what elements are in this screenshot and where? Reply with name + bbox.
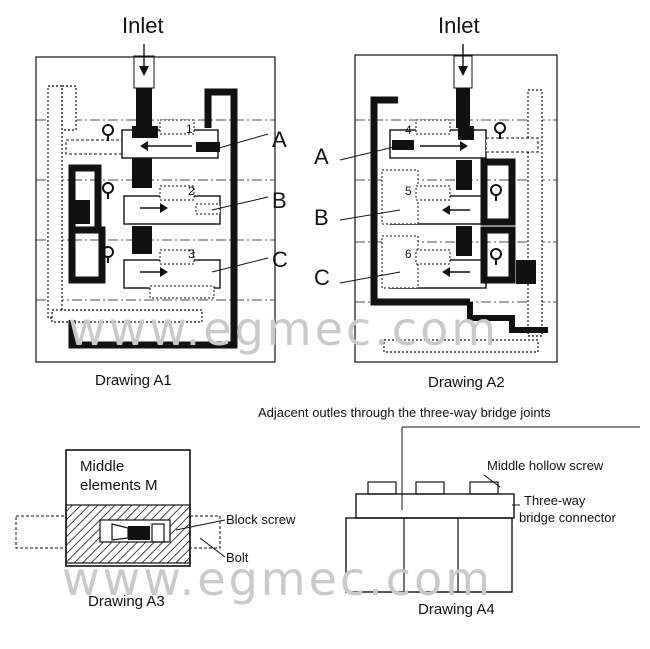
drawing-a2 xyxy=(339,44,558,363)
a1-inlet-arrow xyxy=(133,44,155,89)
a1-callout-leaders xyxy=(211,133,269,273)
a1-callout-b: B xyxy=(272,188,287,213)
a2-outlet-channel xyxy=(370,96,470,306)
a1-caption: Drawing A1 xyxy=(95,372,172,389)
a1-inlet-label: Inlet xyxy=(122,13,164,38)
a2-inlet-label: Inlet xyxy=(438,13,480,38)
a2-section-6 xyxy=(381,226,536,289)
a1-section-1 xyxy=(65,119,220,159)
a1-section-3 xyxy=(68,226,221,299)
a2-caption: Drawing A2 xyxy=(428,374,505,391)
a4-caption: Drawing A4 xyxy=(418,601,495,618)
a4-connector-label-line1: Three-way xyxy=(524,493,586,508)
a3-block-screw-label: Block screw xyxy=(226,512,296,527)
a3-middle-label-line1: Middle xyxy=(80,458,124,475)
a3-block-screw xyxy=(128,526,150,540)
a2-section-number-5: 5 xyxy=(405,184,412,198)
a1-frame xyxy=(35,56,276,363)
a2-inlet-arrow xyxy=(453,44,473,89)
a1-section-number-3: 3 xyxy=(188,247,195,261)
a1-callout-c: C xyxy=(272,247,288,272)
a3-caption: Drawing A3 xyxy=(88,593,165,610)
watermark-top: www.egmec.com xyxy=(68,302,499,356)
a2-callout-c: C xyxy=(314,265,330,290)
a3-bolt-right xyxy=(189,515,221,549)
a2-section-number-4: 4 xyxy=(405,123,412,137)
a1-section-number-1: 1 xyxy=(186,122,193,136)
a2-frame xyxy=(354,54,558,363)
a1-inlet-channel xyxy=(136,88,152,128)
a2-section-5 xyxy=(381,158,516,226)
a4-connector-label-line2: bridge connector xyxy=(519,510,617,525)
a2-section-number-6: 6 xyxy=(405,247,412,261)
a4-screw-3 xyxy=(469,481,499,495)
a4-screw-1 xyxy=(367,481,397,495)
a2-callout-leaders xyxy=(339,145,401,284)
a2-return-channel-right xyxy=(527,89,543,337)
a2-callout-b: B xyxy=(314,205,329,230)
a4-hollow-screw-label: Middle hollow screw xyxy=(487,458,604,473)
drawing-a4 xyxy=(345,426,640,593)
a2-section-4 xyxy=(389,119,539,159)
a4-bridge-connector xyxy=(355,493,515,519)
a1-section-number-2: 2 xyxy=(188,184,195,198)
a3-leaders xyxy=(175,519,226,558)
a4-heading: Adjacent outles through the three-way br… xyxy=(258,405,551,420)
drawing-a1 xyxy=(35,44,276,363)
a3-middle-label-line2: elements M xyxy=(80,477,158,494)
a4-screw-2 xyxy=(415,481,445,495)
a3-bolt-label: Bolt xyxy=(226,550,249,565)
a1-return-channel-left xyxy=(47,85,63,319)
drawing-a3 xyxy=(15,449,226,567)
a2-centerlines xyxy=(355,119,557,303)
a1-section-2 xyxy=(68,158,221,234)
a4-valve-bodies xyxy=(345,517,513,593)
watermark-bottom: www.egmec.com xyxy=(62,552,493,606)
a1-outlet-channel xyxy=(68,88,238,349)
a2-callout-a: A xyxy=(314,144,329,169)
a2-inlet-channel xyxy=(456,88,470,128)
a1-callout-a: A xyxy=(272,127,287,152)
a3-bolt-left xyxy=(15,515,67,549)
